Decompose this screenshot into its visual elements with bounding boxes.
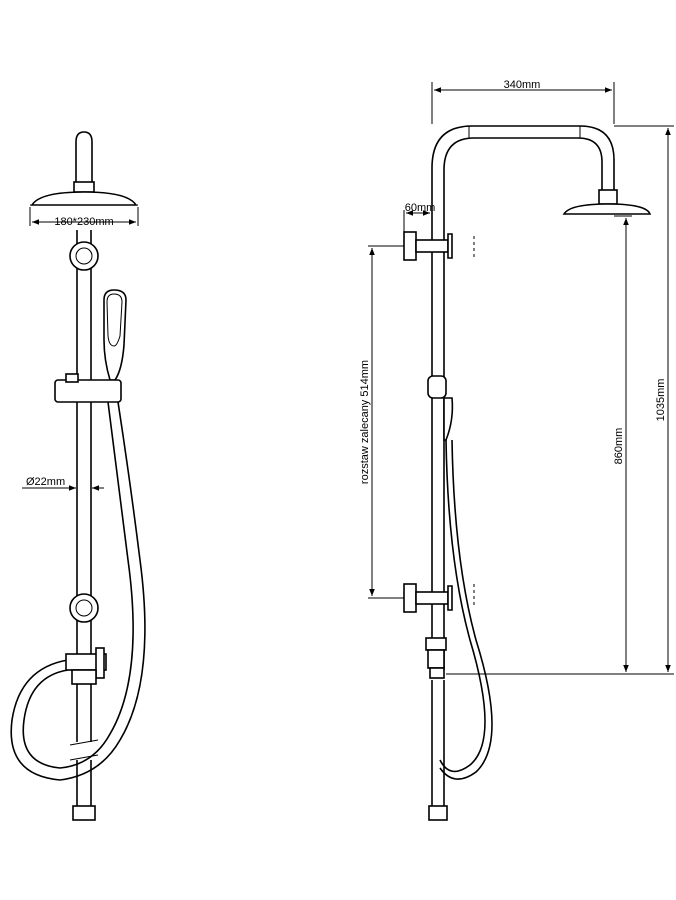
side-view: 340mm 60mm rozstaw zalecany 514mm 860mm (359, 79, 674, 821)
side-lower-wall-plate (403, 583, 417, 613)
height-860-dimension: 860mm (446, 215, 632, 675)
side-slider-knob (427, 375, 447, 399)
side-diverter-body (427, 649, 445, 669)
front-slider-knob (65, 373, 79, 383)
side-head-connector (598, 189, 618, 205)
spacing-dimension: rozstaw zalecany 514mm (359, 245, 404, 599)
front-hose-inner (22, 401, 134, 769)
side-shower-head (562, 203, 652, 215)
front-lower-bracket-inner (75, 599, 93, 617)
front-upper-bracket-outer (69, 241, 99, 271)
height-1035-label: 1035mm (655, 379, 667, 422)
side-diverter-nut (429, 667, 445, 679)
front-shower-arm (75, 131, 93, 185)
front-lower-bracket-outer (69, 593, 99, 623)
side-hose-outer (439, 439, 486, 773)
height-860-label: 860mm (613, 428, 625, 465)
front-pipe-dimension: Ø22mm (22, 476, 104, 491)
front-view: 180*230mm Ø22mm (10, 131, 146, 821)
side-upper-wall-plate (403, 231, 417, 261)
height-1035-dimension: 1035mm (614, 125, 674, 675)
pipe-diameter-label: Ø22mm (26, 476, 65, 488)
front-slider-holder (54, 379, 122, 403)
head-size-label: 180*230mm (54, 216, 113, 228)
front-arm-nut (73, 181, 95, 193)
front-bottom-nut (72, 805, 96, 821)
bracket-label: 60mm (405, 202, 436, 214)
side-upper-clamp (447, 233, 453, 259)
side-diverter-top (425, 637, 447, 651)
front-hand-shower (103, 289, 127, 381)
front-hose-outer (10, 401, 146, 781)
spacing-label: rozstaw zalecany 514mm (359, 360, 371, 484)
front-pipe-break-mark-2 (69, 754, 99, 761)
width-label: 340mm (504, 79, 541, 91)
bracket-dimension: 60mm (403, 202, 436, 232)
front-shower-head (30, 191, 138, 206)
side-bottom-nut (428, 805, 448, 821)
front-head-dimension: 180*230mm (29, 207, 139, 228)
side-lower-clamp (447, 585, 453, 611)
width-dimension: 340mm (431, 79, 615, 124)
side-hose-inner (439, 439, 493, 780)
front-pipe-break-mark (69, 739, 99, 746)
side-hand-shower (443, 397, 454, 441)
front-diverter-lever (95, 647, 105, 679)
side-lower-bracket-arm (415, 591, 449, 605)
side-upper-bracket-arm (415, 239, 449, 253)
front-hand-shower-face (106, 293, 123, 347)
front-diverter-nut (71, 669, 97, 685)
side-arm-inner (443, 137, 603, 670)
front-upper-bracket-inner (75, 247, 93, 265)
side-arm-outer (431, 125, 615, 670)
